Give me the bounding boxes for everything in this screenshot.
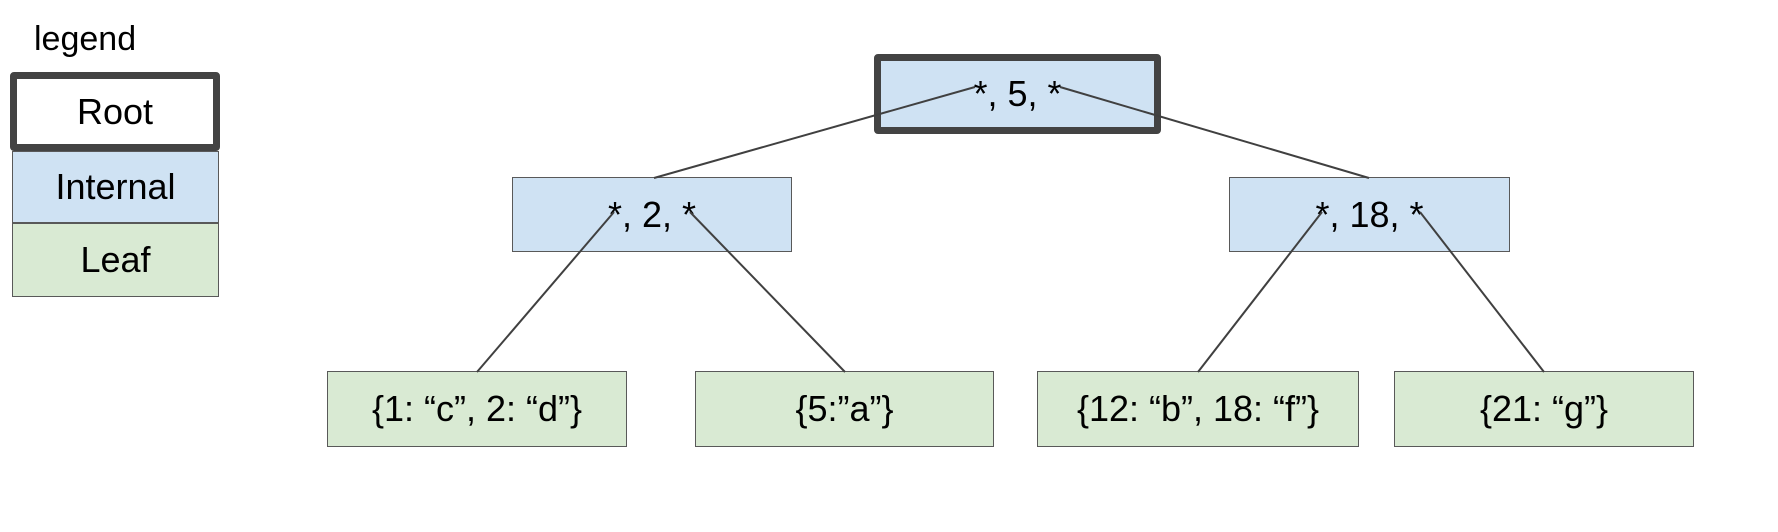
- legend-internal-box: Internal: [12, 151, 219, 223]
- root-node: *, 5, *: [874, 54, 1161, 134]
- leaf-node-1: {1: “c”, 2: “d”}: [327, 371, 627, 447]
- legend-title: legend: [34, 20, 137, 58]
- internal-node-right: *, 18, *: [1229, 177, 1510, 252]
- leaf-node-2: {5:”a”}: [695, 371, 994, 447]
- leaf-node-4: {21: “g”}: [1394, 371, 1694, 447]
- legend-root-box: Root: [10, 72, 220, 151]
- legend-leaf-box: Leaf: [12, 223, 219, 297]
- internal-node-left: *, 2, *: [512, 177, 792, 252]
- leaf-node-3: {12: “b”, 18: “f”}: [1037, 371, 1359, 447]
